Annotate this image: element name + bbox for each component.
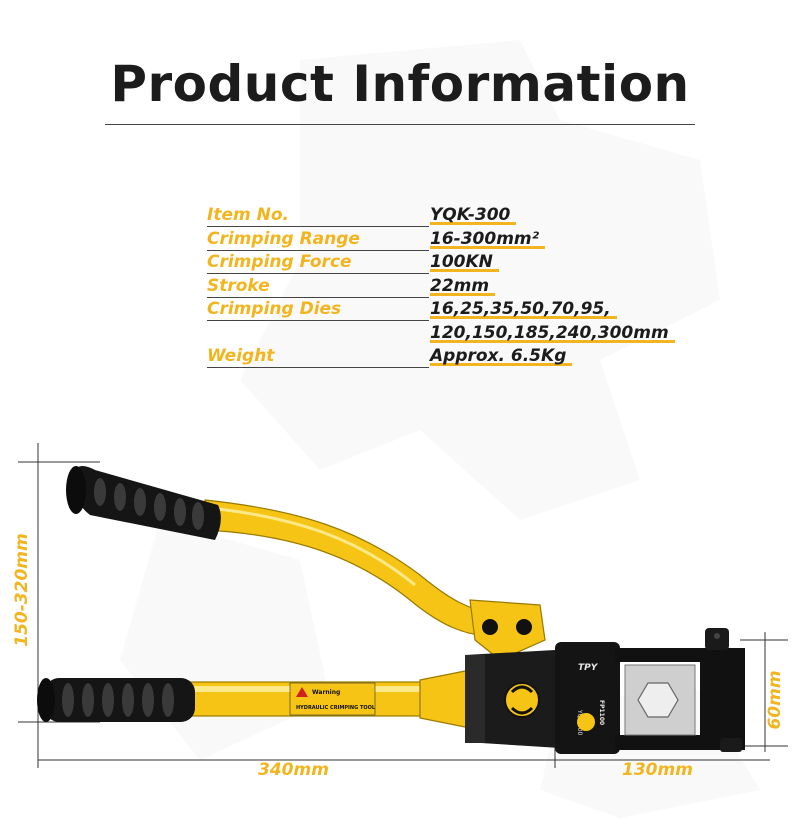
- spec-label: Weight: [207, 345, 429, 368]
- page-title: Product Information: [110, 55, 690, 113]
- spec-value: 22mm: [430, 275, 496, 297]
- spec-label: Crimping Force: [207, 251, 429, 274]
- warning-text: Warning: [312, 689, 340, 696]
- spec-label: Stroke: [207, 275, 429, 298]
- spec-label: Crimping Dies: [207, 298, 429, 321]
- spec-value-text: 120,150,185,240,300mm: [430, 322, 669, 343]
- tool-name-text: HYDRAULIC CRIMPING TOOL: [296, 705, 376, 711]
- spec-value-text: 22mm: [430, 275, 490, 296]
- spec-row: 120,150,185,240,300mm: [207, 322, 687, 346]
- spec-row: Weight Approx. 6.5Kg: [207, 345, 687, 369]
- pump-body: [465, 650, 560, 748]
- hydraulic-crimping-tool-illustration: Warning HYDRAULIC CRIMPING TOOL: [18, 443, 788, 768]
- spec-value: YQK-300: [430, 204, 517, 226]
- spec-value-text: 16-300mm²: [430, 228, 540, 249]
- title-divider: [105, 124, 695, 125]
- spec-value-text: YQK-300: [430, 205, 511, 225]
- spec-value: 16-300mm²: [430, 228, 546, 250]
- spec-label: Crimping Range: [207, 228, 429, 251]
- lower-grip: [37, 678, 195, 722]
- dimension-body-length: 340mm: [258, 760, 329, 780]
- dimension-head-height-label: 60mm: [765, 670, 785, 730]
- spec-row: Item No. YQK-300: [207, 204, 687, 228]
- brand-text: TPY: [578, 663, 599, 673]
- spec-table: Item No. YQK-300 Crimping Range 16-300mm…: [207, 204, 687, 369]
- spec-label-continuation: [207, 322, 429, 344]
- dimension-head-length: 130mm: [622, 760, 693, 780]
- upper-grip: [66, 466, 221, 540]
- handle-bracket: [469, 599, 546, 661]
- crimping-head: TPY YQK-300 FP1100: [555, 628, 745, 754]
- dimension-height-range-label: 150-320mm: [12, 533, 32, 647]
- spec-value: 120,150,185,240,300mm: [430, 322, 675, 344]
- spec-value-text: Approx. 6.5Kg: [430, 346, 567, 366]
- spec-row: Stroke 22mm: [207, 275, 687, 299]
- warning-label: Warning HYDRAULIC CRIMPING TOOL: [289, 682, 376, 716]
- upper-handle-arm: [204, 499, 507, 637]
- spec-row: Crimping Dies 16,25,35,50,70,95,: [207, 298, 687, 322]
- spec-label: Item No.: [207, 204, 429, 227]
- spec-value-text: 100KN: [430, 252, 493, 272]
- tonnage-text: FP1100: [598, 700, 605, 725]
- spec-value-text: 16,25,35,50,70,95,: [430, 299, 611, 319]
- spec-row: Crimping Range 16-300mm²: [207, 228, 687, 252]
- spec-value: 100KN: [430, 251, 499, 273]
- spec-row: Crimping Force 100KN: [207, 251, 687, 275]
- dimension-lines: [18, 443, 788, 768]
- spec-value: Approx. 6.5Kg: [430, 345, 573, 367]
- spec-value: 16,25,35,50,70,95,: [430, 298, 617, 320]
